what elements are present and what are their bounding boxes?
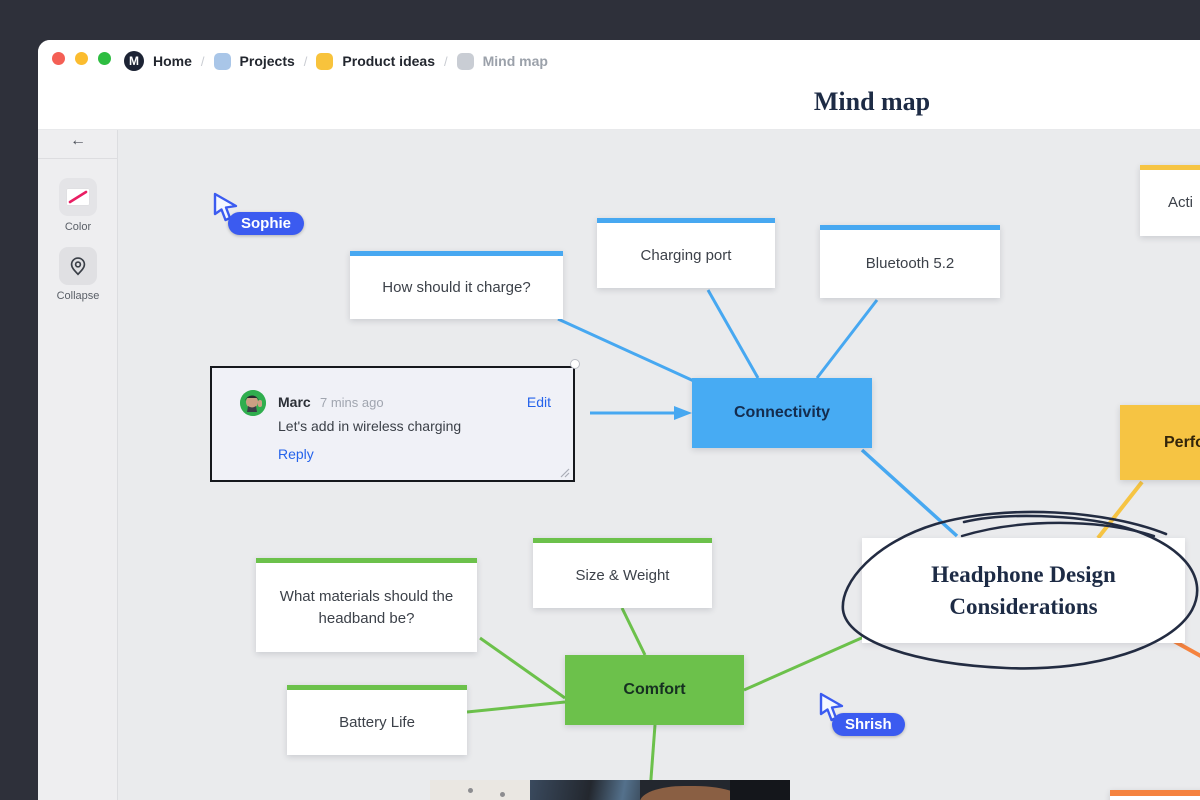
comment-connector-handle[interactable] bbox=[570, 359, 580, 369]
node-label: How should it charge? bbox=[382, 278, 531, 296]
color-swatch-icon bbox=[66, 188, 90, 206]
node-connectivity[interactable]: Connectivity bbox=[692, 378, 872, 448]
node-label: Connectivity bbox=[733, 404, 830, 422]
header-bar: M Home / Projects / Product ideas / Mind… bbox=[38, 40, 1200, 130]
node-battery-life[interactable]: Battery Life bbox=[287, 685, 467, 755]
window-controls bbox=[52, 52, 111, 65]
zoom-window-button[interactable] bbox=[98, 52, 111, 65]
pin-icon bbox=[70, 257, 86, 276]
node-bluetooth[interactable]: Bluetooth 5.2 bbox=[820, 225, 1000, 298]
breadcrumb-mind-map: Mind map bbox=[482, 53, 548, 69]
photo-content bbox=[430, 780, 530, 800]
page-title: Mind map bbox=[813, 87, 931, 116]
mind-map-board-icon bbox=[456, 52, 474, 70]
cursor-shrish: Shrish bbox=[818, 692, 905, 736]
reply-link[interactable]: Reply bbox=[278, 446, 314, 462]
breadcrumb-product-ideas[interactable]: Product ideas bbox=[342, 53, 435, 69]
sidebar-divider bbox=[38, 158, 118, 159]
node-label: What materials should the headband be? bbox=[279, 587, 454, 627]
central-topic-label: Headphone Design Considerations bbox=[931, 562, 1116, 619]
node-performance-partial[interactable]: Perfo bbox=[1120, 405, 1200, 480]
comment-card[interactable]: Marc 7 mins ago Edit Let's add in wirele… bbox=[210, 359, 580, 482]
cursor-name-badge: Sophie bbox=[228, 212, 305, 235]
comment-text: Let's add in wireless charging bbox=[278, 418, 462, 434]
collapse-sidebar-arrow[interactable]: ← bbox=[70, 132, 86, 149]
avatar bbox=[240, 390, 266, 416]
mind-map-canvas[interactable]: How should it charge? Charging port Blue… bbox=[118, 130, 1200, 800]
comment-author: Marc bbox=[278, 394, 311, 410]
node-materials[interactable]: What materials should the headband be? bbox=[256, 558, 477, 652]
close-window-button[interactable] bbox=[52, 52, 65, 65]
node-size-weight[interactable]: Size & Weight bbox=[533, 538, 712, 608]
resize-handle-icon[interactable] bbox=[559, 467, 570, 478]
node-charging-port[interactable]: Charging port bbox=[597, 218, 775, 288]
edit-comment-link[interactable]: Edit bbox=[526, 394, 551, 410]
cursor-sophie: Sophie bbox=[212, 192, 305, 235]
comment-timestamp: 7 mins ago bbox=[320, 395, 384, 410]
node-orange-partial[interactable] bbox=[1110, 790, 1200, 800]
node-label: Size & Weight bbox=[575, 566, 670, 584]
minimize-window-button[interactable] bbox=[75, 52, 88, 65]
collapse-tool[interactable]: Collapse bbox=[38, 247, 118, 302]
node-label: Charging port bbox=[640, 246, 732, 264]
node-how-should-it-charge[interactable]: How should it charge? bbox=[350, 251, 563, 319]
color-tool-label: Color bbox=[64, 221, 92, 233]
pointer-icon bbox=[213, 192, 238, 222]
arrowhead-icon bbox=[674, 406, 692, 420]
node-active-partial[interactable]: Acti bbox=[1140, 165, 1200, 236]
node-label: Comfort bbox=[623, 681, 686, 699]
toolbar-sidebar: ← Color Collapse bbox=[38, 130, 118, 800]
node-central-topic[interactable]: Headphone Design Considerations bbox=[862, 538, 1185, 643]
projects-board-icon[interactable] bbox=[213, 52, 231, 70]
node-label: Perfo bbox=[1164, 433, 1200, 451]
color-tool[interactable]: Color bbox=[38, 178, 118, 233]
breadcrumb: M Home / Projects / Product ideas / Mind… bbox=[124, 50, 548, 72]
breadcrumb-separator: / bbox=[303, 53, 308, 69]
breadcrumb-separator: / bbox=[444, 53, 448, 69]
app-logo-icon[interactable]: M bbox=[124, 51, 144, 71]
cursor-name-badge: Shrish bbox=[832, 713, 905, 736]
photo-node[interactable] bbox=[430, 780, 790, 800]
node-label: Battery Life bbox=[339, 713, 415, 731]
breadcrumb-separator: / bbox=[200, 53, 205, 69]
node-label: Acti bbox=[1168, 194, 1194, 212]
product-ideas-board-icon[interactable] bbox=[316, 52, 334, 70]
collapse-tool-label: Collapse bbox=[56, 290, 100, 302]
node-comfort[interactable]: Comfort bbox=[565, 655, 744, 725]
breadcrumb-home[interactable]: Home bbox=[153, 53, 192, 69]
app-window: M Home / Projects / Product ideas / Mind… bbox=[38, 40, 1200, 800]
node-label: Bluetooth 5.2 bbox=[865, 255, 955, 273]
breadcrumb-projects[interactable]: Projects bbox=[239, 53, 295, 69]
